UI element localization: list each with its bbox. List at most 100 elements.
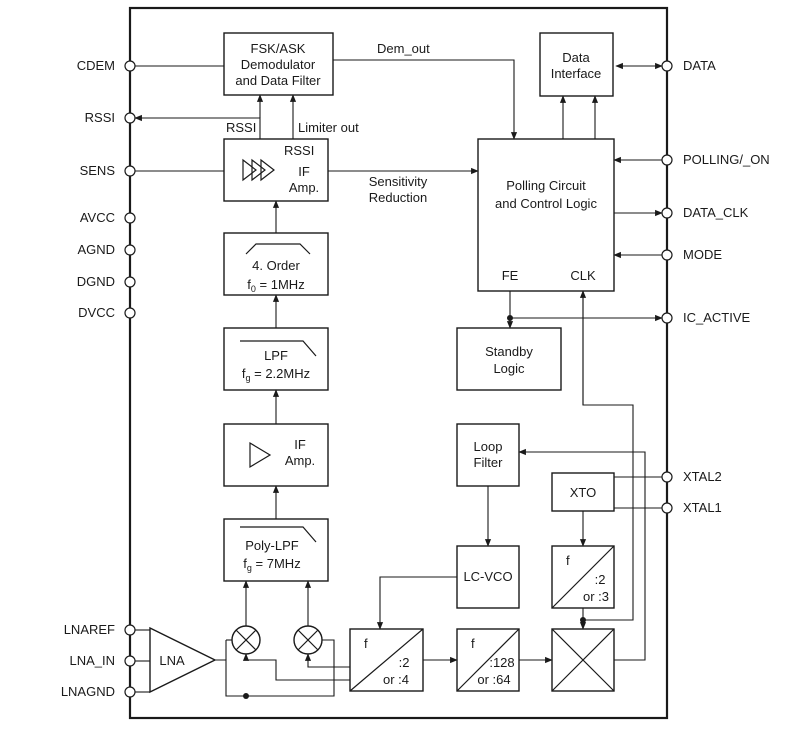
pin-lnagnd: LNAGND [61,684,136,699]
polling-line-2: and Control Logic [495,196,597,211]
div-24-f: f [364,636,368,651]
loop-filter-line-1: Loop [474,439,503,454]
pin-xtal1: XTAL1 [661,500,722,515]
if-amp-top-line-1: IF [298,164,310,179]
pin-avcc-label: AVCC [80,210,115,225]
pin-rssi-label: RSSI [85,110,115,125]
div-xto-l1: :2 [595,572,606,587]
pin-ic-active: IC_ACTIVE [661,310,751,325]
pin-lnaref-label: LNAREF [64,622,115,637]
polling-clk-label: CLK [570,268,596,283]
pin-polling-on-label: POLLING/_ON [683,152,770,167]
pin-sens-label: SENS [80,163,116,178]
lowpass-shape-icon [240,526,317,543]
if-amp-block: IF Amp. [223,423,329,487]
pin-xtal2: XTAL2 [661,469,722,484]
xto-divider-block: f :2 or :3 [551,545,615,609]
pin-avcc: AVCC [80,210,136,225]
data-interface-block: Data Interface [539,32,614,97]
amp-triangle-icon-3 [260,158,275,182]
lpf-line-2: fg = 2.2MHz [242,366,310,383]
iq-divider-block: f :2 or :4 [349,628,424,692]
demod-line-1: FSK/ASK [251,41,306,56]
if-amp-top-line-2: Amp. [289,180,319,195]
pin-mode: MODE [661,247,722,262]
pin-ic-active-label: IC_ACTIVE [683,310,751,325]
sensitivity-label-2: Reduction [369,190,428,205]
wires [134,59,663,699]
lowpass-shape-icon [240,340,317,357]
bandpass-filter-block: 4. Order f0 = 1MHz [223,232,329,296]
div-128-f: f [471,636,475,651]
demod-line-2: Demodulator [241,57,316,72]
xto-block: XTO [551,472,615,512]
lpf-block: LPF fg = 2.2MHz [223,327,329,391]
pin-polling-on: POLLING/_ON [661,152,770,167]
pin-lna-in: LNA_IN [69,653,136,668]
polling-line-1: Polling Circuit [506,178,586,193]
pin-dvcc: DVCC [78,305,136,320]
phase-detector-x-icon [551,628,615,692]
pin-lna-in-label: LNA_IN [69,653,115,668]
bpf-line-2: f0 = 1MHz [247,277,304,294]
pin-data: DATA [661,58,716,73]
div-128-l2: or :64 [477,672,510,687]
pin-dgnd-label: DGND [77,274,115,289]
pin-dvcc-label: DVCC [78,305,115,320]
pin-data-clk: DATA_CLK [661,205,749,220]
pin-data-label: DATA [683,58,716,73]
prescaler-divider-block: f :128 or :64 [456,628,520,692]
demodulator-block: FSK/ASK Demodulator and Data Filter [223,32,334,96]
sensitivity-label-1: Sensitivity [369,174,428,189]
if-amp-rssi-block: RSSI IF Amp. [223,138,329,202]
pin-data-clk-label: DATA_CLK [683,205,749,220]
standby-line-1: Standby [485,344,533,359]
poly-lpf-block: Poly-LPF fg = 7MHz [223,518,329,582]
poly-lpf-line-2: fg = 7MHz [243,556,300,573]
pin-agnd-label: AGND [77,242,115,257]
pin-cdem-label: CDEM [77,58,115,73]
div-24-l2: or :4 [383,672,409,687]
amp-triangle-icon-1 [242,158,257,182]
div-xto-f: f [566,553,570,568]
pin-xtal2-label: XTAL2 [683,469,722,484]
mixer-q [293,625,323,655]
standby-logic-block: Standby Logic [456,327,562,391]
limiter-out-label: Limiter out [298,120,359,135]
div-24-l1: :2 [399,655,410,670]
pin-rssi: RSSI [85,110,136,125]
polling-fe-label: FE [502,268,519,283]
rssi-signal-label: RSSI [226,120,256,135]
loop-filter-line-2: Filter [474,455,504,470]
data-interface-line-2: Interface [551,66,602,81]
amp-triangle-icon-2 [251,158,266,182]
pin-agnd: AGND [77,242,136,257]
if-amp-mid-line-2: Amp. [285,453,315,468]
bpf-line-1: 4. Order [252,258,300,273]
poly-lpf-line-1: Poly-LPF [245,538,299,553]
div-xto-l2: or :3 [583,589,609,604]
pin-sens: SENS [80,163,136,178]
demod-line-3: and Data Filter [235,73,321,88]
bandpass-shape-icon [245,243,311,255]
pin-lnagnd-label: LNAGND [61,684,115,699]
mixer-x-icon [235,629,257,651]
dem-out-label: Dem_out [377,41,430,56]
lc-vco-block: LC-VCO [456,545,520,609]
polling-control-block: Polling Circuit and Control Logic FE CLK [477,138,615,292]
pin-xtal1-label: XTAL1 [683,500,722,515]
amp-triangle-icon [249,441,272,469]
loop-filter-block: Loop Filter [456,423,520,487]
pin-cdem: CDEM [77,58,136,73]
lc-vco-label: LC-VCO [463,569,512,584]
div-128-l1: :128 [489,655,514,670]
mixer-x-icon [297,629,319,651]
pin-mode-label: MODE [683,247,722,262]
standby-line-2: Logic [493,361,525,376]
lna-label: LNA [159,653,185,668]
pin-lnaref: LNAREF [64,622,136,637]
mixer-i [231,625,261,655]
lpf-line-1: LPF [264,348,288,363]
data-interface-line-1: Data [562,50,590,65]
